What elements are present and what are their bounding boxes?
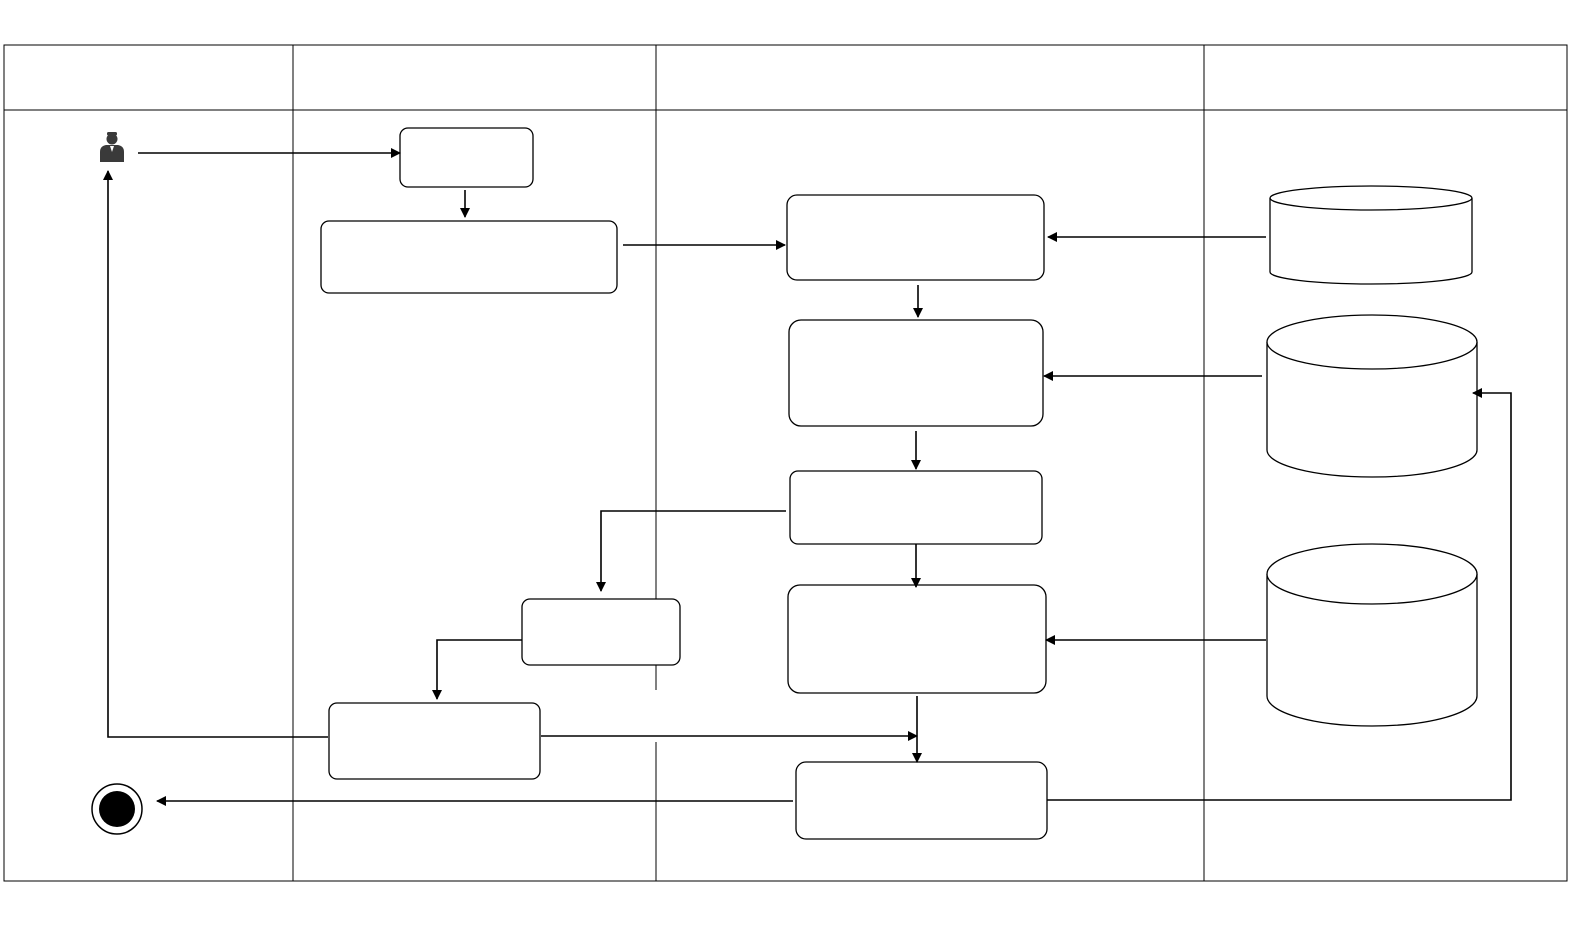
activity-box-a (399, 127, 534, 188)
activity-box-i (795, 761, 1048, 840)
flow-f-to-h (432, 639, 522, 700)
flow-i-to-db2 (1047, 388, 1512, 801)
final-node (91, 783, 143, 835)
flow-h-to-actor (103, 170, 328, 738)
activity-box-f (521, 598, 681, 666)
activity-box-h (328, 702, 541, 780)
datastore-2 (1266, 314, 1478, 478)
flow-e-to-f (596, 510, 786, 592)
activity-box-g (787, 584, 1047, 694)
datastore-1 (1269, 185, 1473, 285)
datastore-3 (1266, 543, 1478, 727)
lane-frame (3, 44, 1568, 882)
user-icon (100, 132, 124, 162)
activity-box-c (786, 194, 1045, 281)
activity-box-e (789, 470, 1043, 545)
activity-box-b (320, 220, 618, 294)
activity-box-d (788, 319, 1044, 427)
